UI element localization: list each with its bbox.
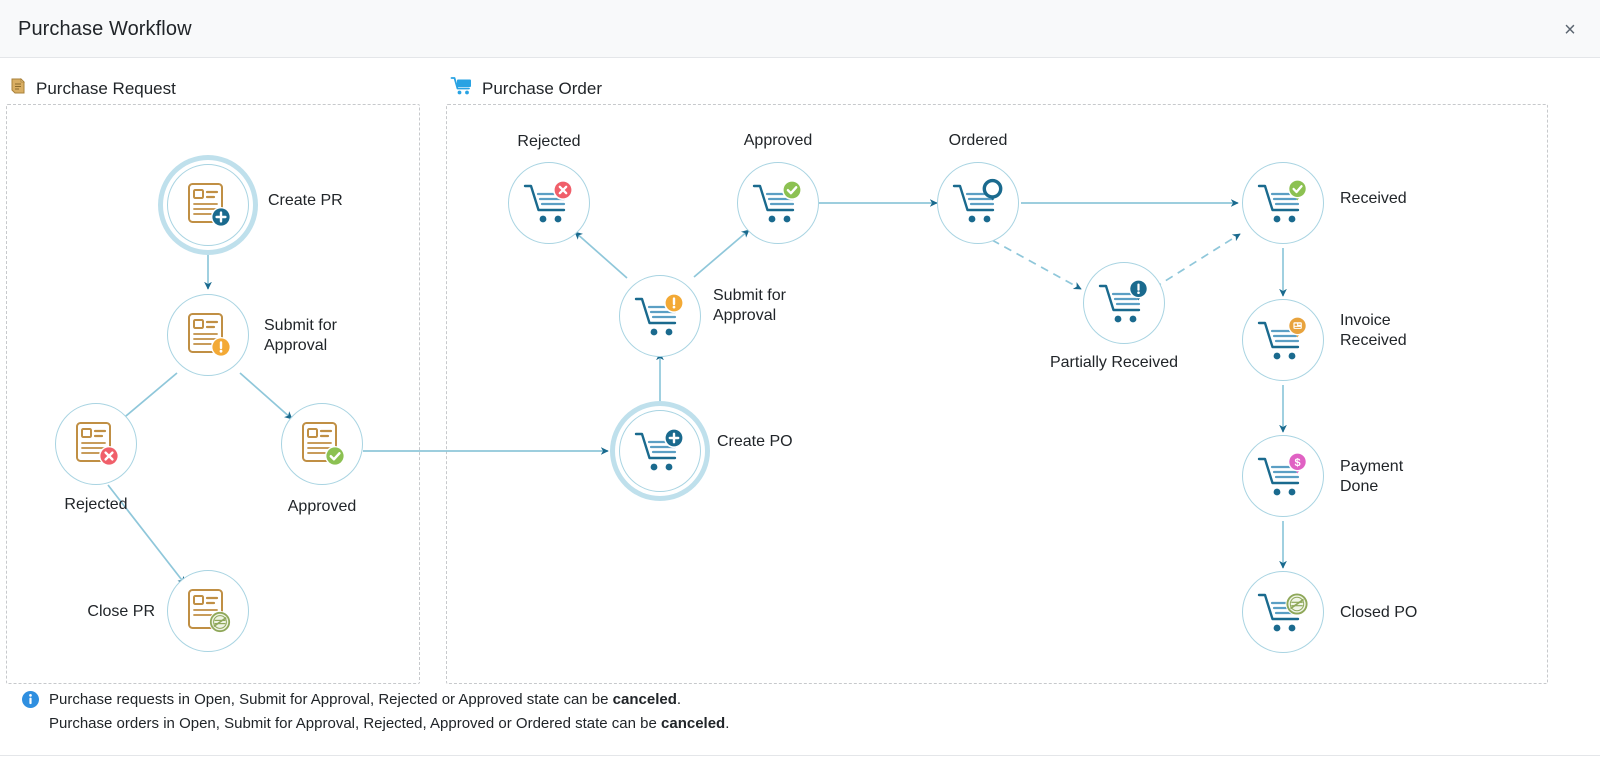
node-label-po-invoice: Invoice Received [1340,312,1407,350]
lane-label-purchase-order: Purchase Order [482,78,602,98]
node-po-partial[interactable] [1083,262,1165,344]
node-label-po-approved: Approved [743,132,813,149]
lane-panel-purchase-order [446,104,1548,684]
node-label-po-received: Received [1340,190,1407,207]
lane-header-purchase-request: Purchase Request [8,76,176,101]
note-line1-pre: Purchase requests in Open, Submit for Ap… [49,691,613,708]
cart-closed-icon [1257,592,1309,632]
node-pr-create[interactable] [167,164,249,246]
node-label-pr-approved: Approved [287,498,357,515]
lane-header-purchase-order: Purchase Order [450,76,602,101]
note-line1-post: . [676,691,682,708]
footer-note-line-2: Purchase orders in Open, Submit for Appr… [49,712,1022,736]
node-pr-rejected[interactable] [55,403,137,485]
node-po-received[interactable] [1242,162,1324,244]
node-label-po-closed: Closed PO [1340,604,1418,621]
footer-note: Purchase requests in Open, Submit for Ap… [22,688,1022,737]
note-line1-bold: canceled [612,691,677,708]
cart-rejected-icon [523,180,573,223]
document-scroll-icon [8,76,28,101]
node-label-po-ordered: Ordered [948,132,1008,149]
close-icon[interactable]: × [1564,19,1576,41]
node-label-po-partial: Partially Received [1049,354,1179,371]
node-pr-approved[interactable] [281,403,363,485]
cart-ordered-icon [952,178,1003,223]
lane-panel-purchase-request [6,104,420,684]
node-po-closed[interactable] [1242,571,1324,653]
node-po-submit[interactable] [619,275,701,357]
note-line2-pre: Purchase orders in Open, Submit for Appr… [49,715,662,733]
node-label-po-create: Create PO [717,433,793,450]
node-pr-submit[interactable] [167,294,249,376]
node-label-pr-closed: Close PR [87,603,155,620]
node-po-payment[interactable]: $ [1242,435,1324,517]
node-label-pr-rejected: Rejected [64,496,128,513]
cart-approved-icon [752,180,802,223]
lane-label-purchase-request: Purchase Request [36,78,176,98]
node-label-po-submit: Submit for Approval [713,287,786,325]
node-po-invoice[interactable] [1242,299,1324,381]
document-warning-icon [188,313,231,357]
document-closed-icon [188,589,231,633]
svg-text:$: $ [1294,457,1300,469]
cart-warning-icon [634,293,684,336]
node-po-approved[interactable] [737,162,819,244]
cart-invoice-icon [1257,316,1308,360]
node-label-po-payment: Payment Done [1340,458,1404,496]
node-label-pr-create: Create PR [268,192,343,209]
document-rejected-icon [76,422,119,466]
document-approved-icon [302,422,345,466]
note-line2-bold: canceled [661,715,726,733]
bottom-divider [0,755,1600,756]
cart-partial-icon [1098,279,1149,323]
cart-payment-icon: $ [1257,452,1308,496]
node-po-ordered[interactable] [937,162,1019,244]
node-pr-closed[interactable] [167,570,249,652]
shopping-cart-icon [450,76,474,101]
node-label-po-rejected: Rejected [517,133,581,150]
node-label-pr-submit: Submit for Approval [264,317,337,355]
cart-received-icon [1257,179,1308,223]
node-po-create[interactable] [619,410,701,492]
info-icon [22,691,39,708]
document-plus-icon [188,183,231,227]
page-title: Purchase Workflow [18,18,192,40]
footer-note-line-1: Purchase requests in Open, Submit for Ap… [49,688,1022,712]
dialog-title-bar: Purchase Workflow × [0,0,1600,58]
cart-plus-icon [634,428,684,471]
note-line2-post: . [725,715,730,733]
node-po-rejected[interactable] [508,162,590,244]
